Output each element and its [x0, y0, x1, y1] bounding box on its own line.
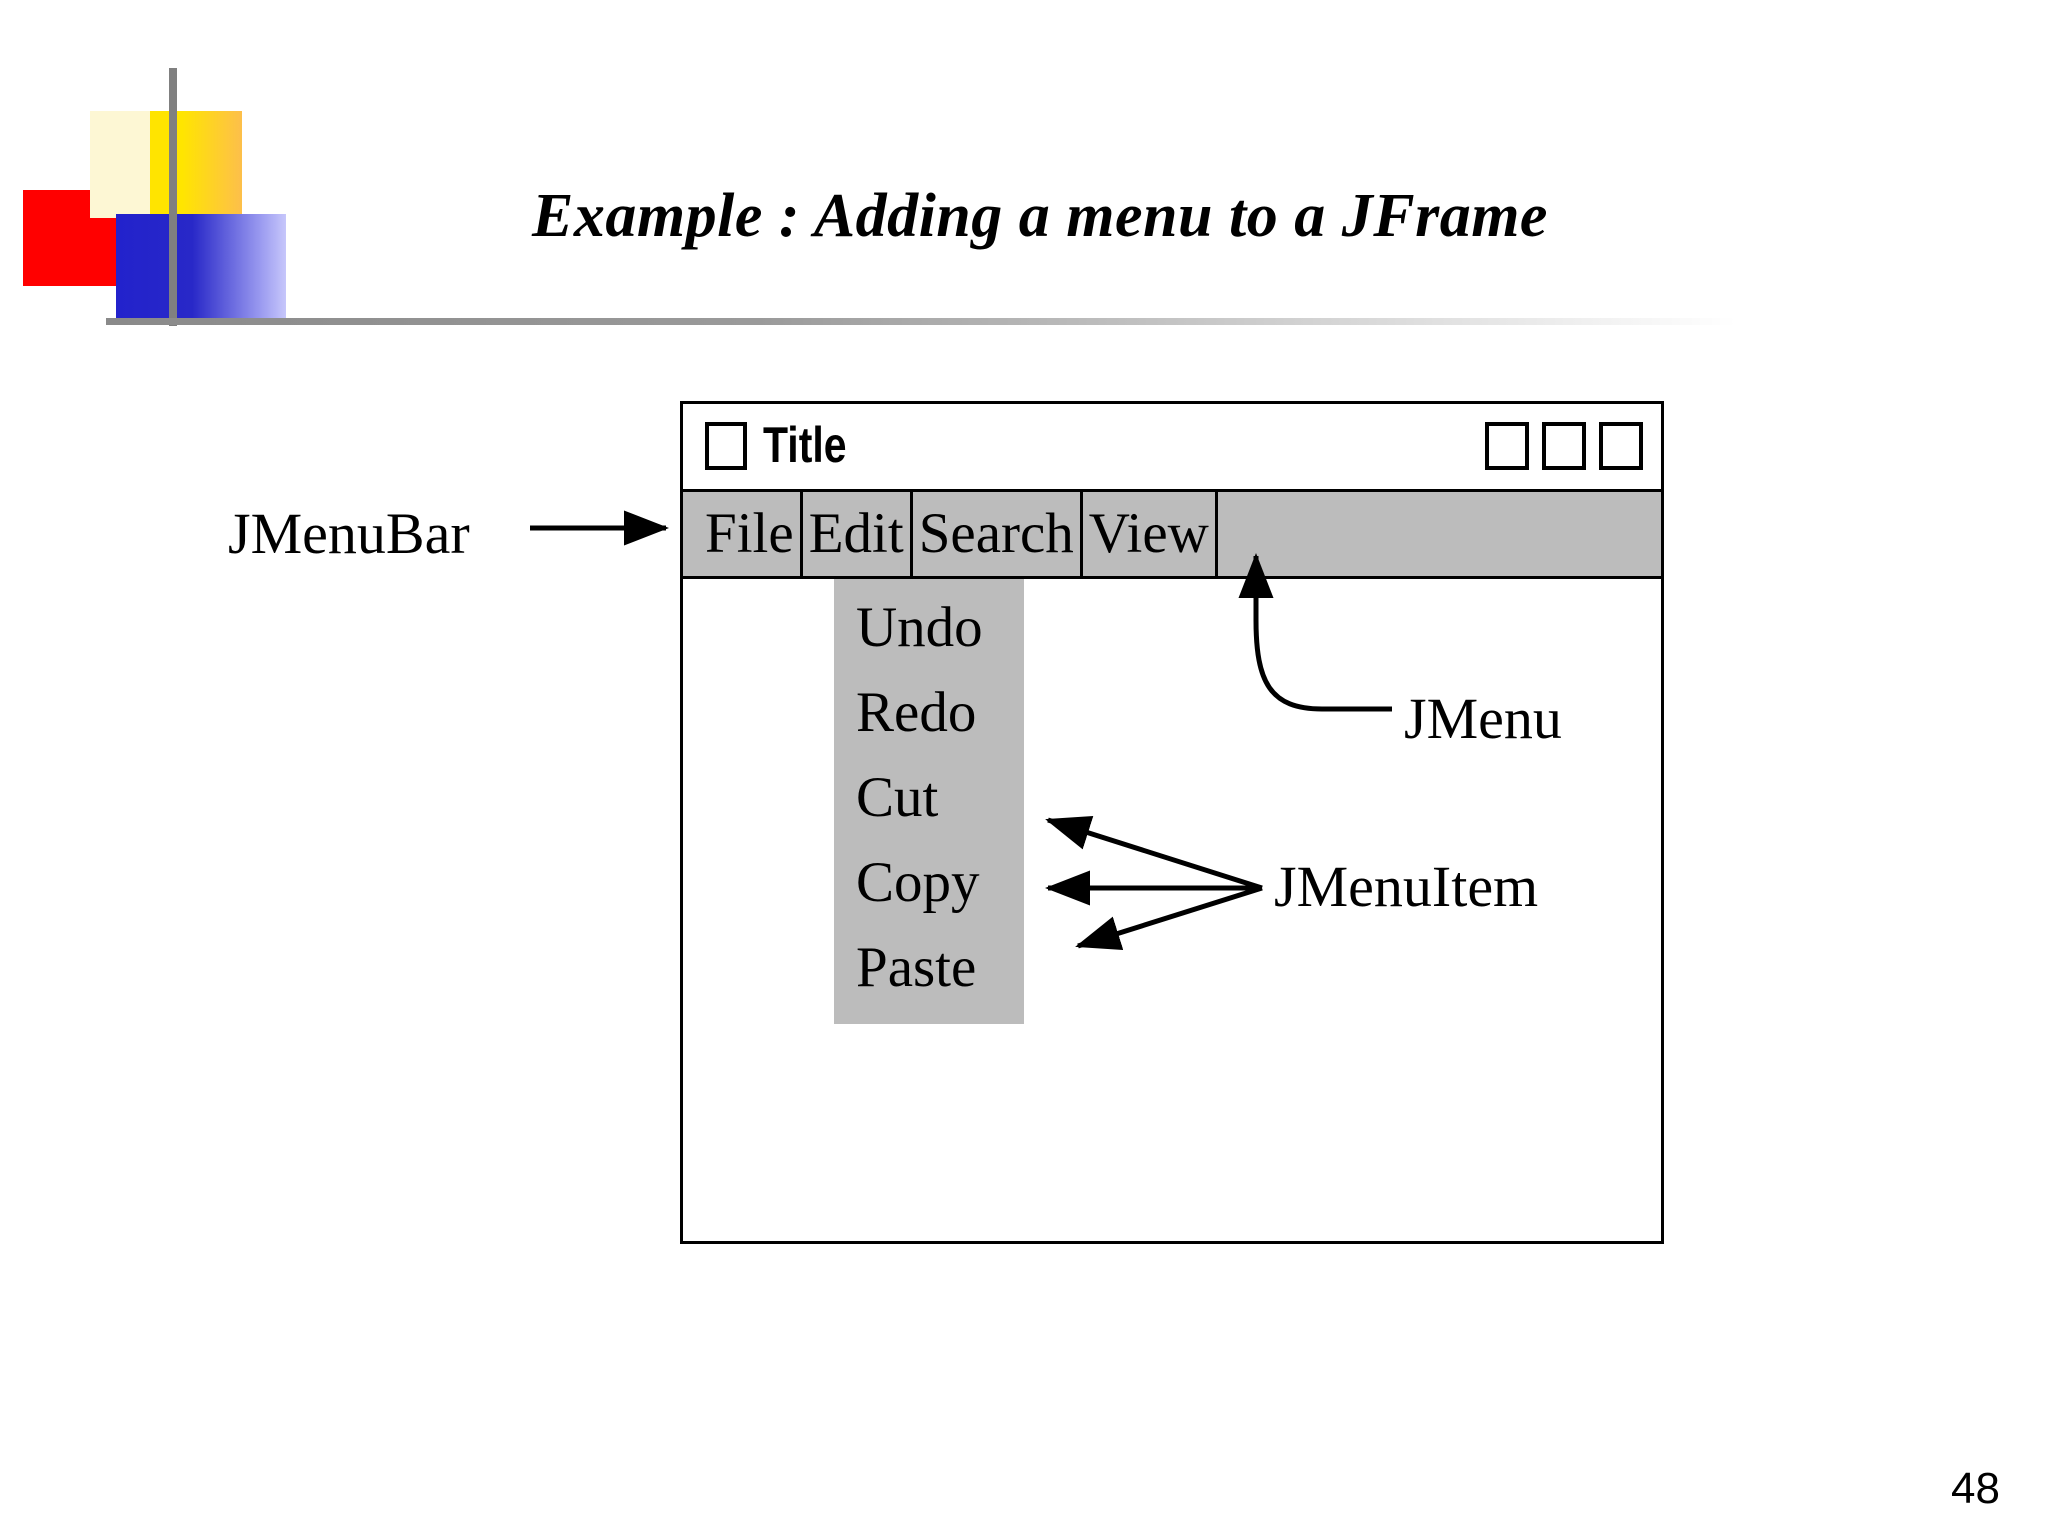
menu-item-undo[interactable]: Undo: [856, 596, 983, 659]
slide-decoration-logo: [0, 60, 320, 326]
logo-vertical-bar: [169, 68, 177, 326]
menu-search[interactable]: Search: [913, 492, 1083, 576]
window-controls-group: [1485, 422, 1643, 470]
annotation-label-jmenu: JMenu: [1404, 686, 1562, 751]
logo-blue-square: [116, 214, 286, 318]
maximize-icon[interactable]: [1542, 422, 1586, 470]
menu-file[interactable]: File: [683, 492, 803, 576]
menu-item-paste[interactable]: Paste: [856, 936, 977, 999]
window-titlebar: Title: [683, 404, 1661, 492]
menu-view-label: View: [1088, 502, 1209, 565]
header-divider: [106, 318, 1736, 325]
menu-edit[interactable]: Edit: [803, 492, 913, 576]
menu-item-redo[interactable]: Redo: [856, 681, 977, 744]
menu-edit-label: Edit: [808, 502, 904, 565]
page-title: Example : Adding a menu to a JFrame: [532, 182, 1548, 250]
minimize-icon[interactable]: [1485, 422, 1529, 470]
annotation-label-jmenubar: JMenuBar: [228, 501, 470, 566]
jmenubar: File Edit Search View: [683, 492, 1661, 579]
menu-file-label: File: [705, 502, 794, 565]
annotation-label-jmenuitem: JMenuItem: [1274, 854, 1539, 919]
jframe-window: Title File Edit Search View Undo Redo Cu…: [680, 401, 1664, 1244]
menu-item-cut[interactable]: Cut: [856, 766, 939, 829]
logo-yellow-square: [150, 111, 242, 218]
window-title-label: Title: [763, 417, 847, 473]
menu-item-copy[interactable]: Copy: [856, 851, 980, 914]
window-menu-icon[interactable]: [705, 422, 747, 470]
close-icon[interactable]: [1599, 422, 1643, 470]
jmenubar-empty-space: [1218, 492, 1661, 576]
edit-menu-popup: Undo Redo Cut Copy Paste: [834, 579, 1024, 1024]
page-number: 48: [1951, 1464, 2000, 1513]
menu-view[interactable]: View: [1083, 492, 1218, 576]
menu-search-label: Search: [918, 502, 1074, 565]
